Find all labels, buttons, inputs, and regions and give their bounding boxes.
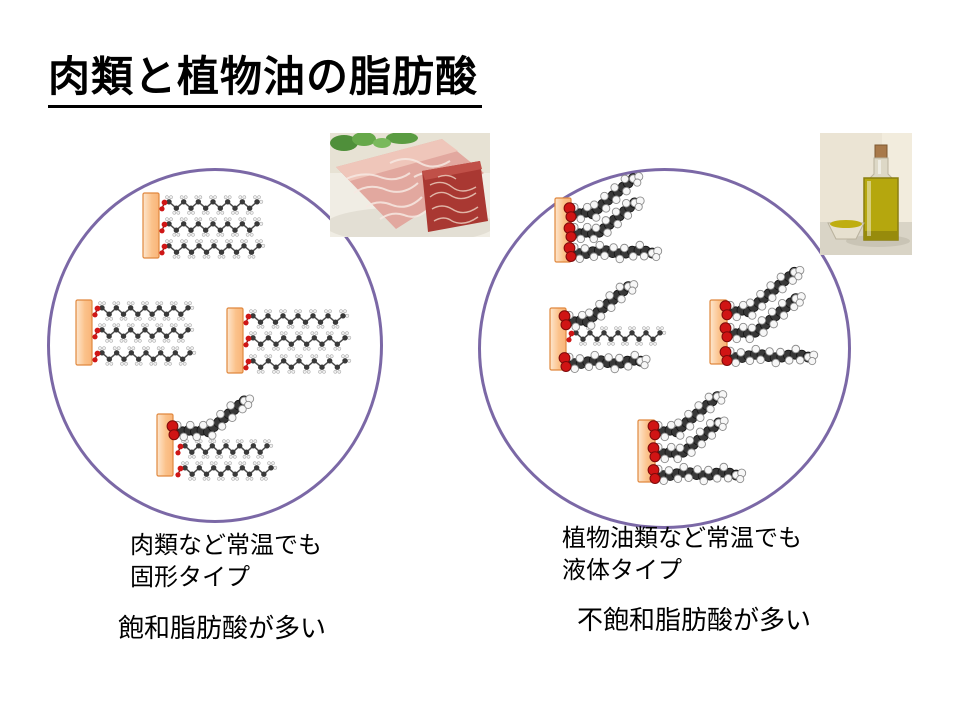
summary-saturated: 飽和脂肪酸が多い bbox=[118, 613, 327, 643]
fatty-acid-chain-unsaturated bbox=[563, 240, 663, 264]
fatty-acid-chain-saturated bbox=[92, 323, 195, 343]
caption-meat-line1: 肉類など常温でも bbox=[130, 532, 322, 559]
fatty-acid-chain-saturated bbox=[175, 461, 278, 481]
fatty-acid-chain-saturated bbox=[566, 326, 667, 346]
glycerol-backbone bbox=[142, 192, 160, 259]
fatty-acid-chain-unsaturated bbox=[647, 390, 728, 442]
summary-unsaturated: 不飽和脂肪酸が多い bbox=[577, 605, 812, 635]
garnish-greens bbox=[330, 133, 418, 151]
fatty-acid-chain-saturated bbox=[159, 195, 264, 215]
fatty-acid-chain-unsaturated bbox=[166, 394, 255, 442]
fatty-acid-chain-unsaturated bbox=[647, 462, 747, 486]
fatty-acid-chain-saturated bbox=[243, 309, 350, 329]
beef-front-slab bbox=[422, 161, 488, 232]
fatty-acid-chain-saturated bbox=[159, 217, 264, 237]
fatty-acid-chain-saturated bbox=[92, 301, 195, 321]
page-title: 肉類と植物油の脂肪酸 bbox=[48, 52, 483, 109]
fatty-acid-chain-unsaturated bbox=[719, 265, 805, 322]
beef-back-slab bbox=[336, 139, 484, 229]
unsaturated-fat-circle bbox=[478, 168, 851, 529]
meat-photo bbox=[330, 133, 490, 237]
oil-bowl bbox=[827, 220, 865, 240]
fatty-acid-chain-saturated bbox=[159, 239, 266, 259]
fatty-acid-chain-unsaturated bbox=[563, 172, 644, 224]
caption-meat: 肉類など常温でも 固形タイプ bbox=[130, 530, 322, 595]
fatty-acid-chain-saturated bbox=[243, 331, 352, 351]
fatty-acid-chain-saturated bbox=[175, 439, 274, 459]
fatty-acid-chain-unsaturated bbox=[719, 292, 806, 344]
caption-oil: 植物油類など常温でも 液体タイプ bbox=[562, 523, 802, 588]
fatty-acid-chain-unsaturated bbox=[647, 416, 729, 464]
glycerol-backbone bbox=[226, 307, 244, 374]
fatty-acid-chain-unsaturated bbox=[719, 344, 819, 368]
fatty-acid-chain-saturated bbox=[92, 346, 197, 366]
saturated-fat-circle bbox=[47, 168, 383, 523]
fatty-acid-chain-saturated bbox=[243, 354, 352, 374]
glycerol-backbone bbox=[75, 299, 93, 366]
fatty-acid-chain-unsaturated bbox=[558, 350, 651, 374]
oil-photo bbox=[820, 133, 912, 255]
caption-oil-line2: 液体タイプ bbox=[562, 557, 682, 585]
caption-oil-line1: 植物油類など常温でも bbox=[562, 525, 802, 552]
oil-bottle bbox=[863, 144, 899, 241]
caption-meat-line2: 固形タイプ bbox=[130, 564, 250, 592]
fatty-acid-chain-unsaturated bbox=[558, 280, 639, 332]
fatty-acid-chain-unsaturated bbox=[563, 196, 645, 244]
